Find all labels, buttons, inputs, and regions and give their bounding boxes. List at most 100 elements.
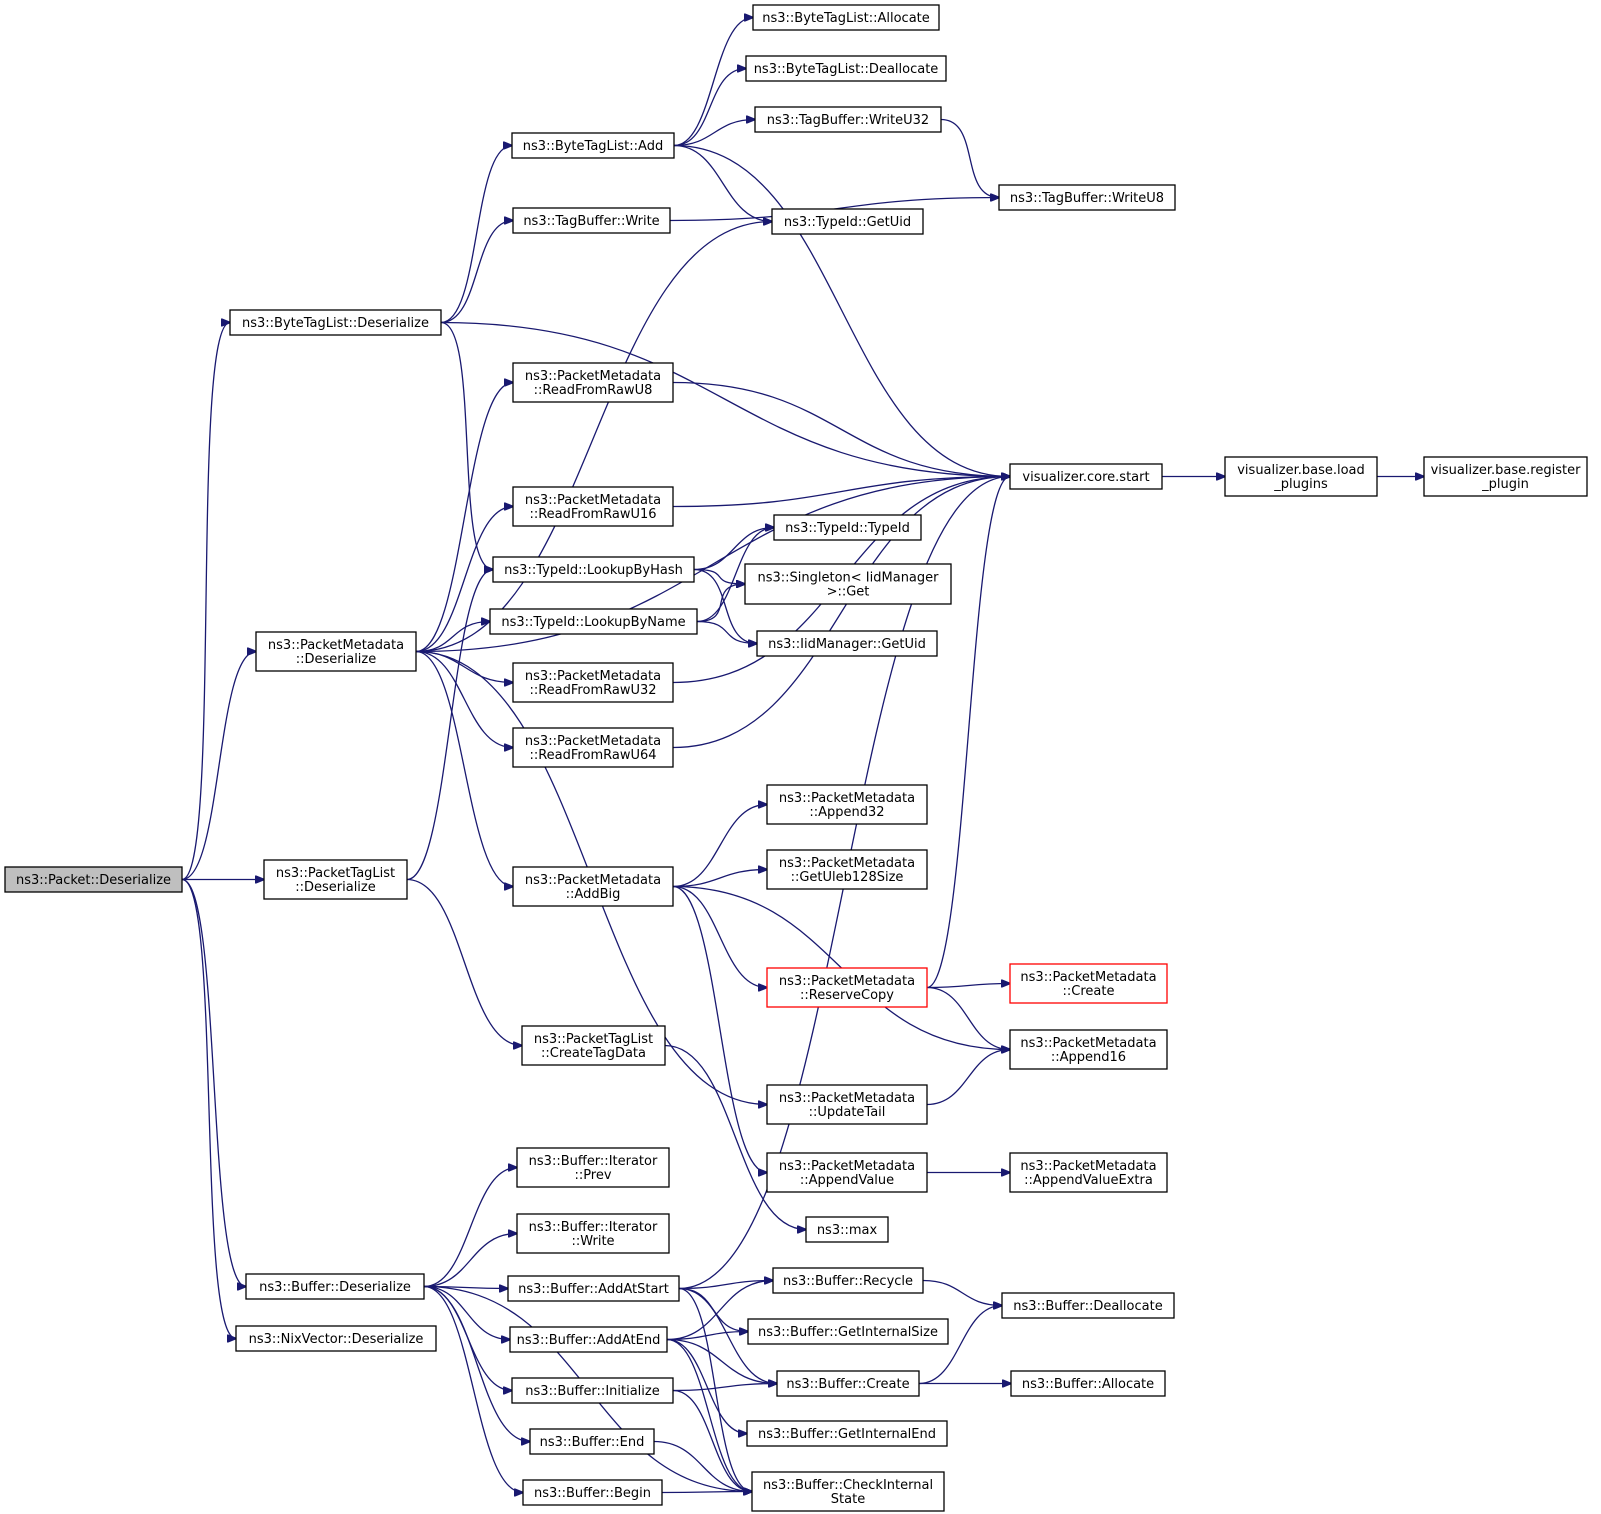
- node-label-typeid_lookup_name-0: ns3::TypeId::LookupByName: [501, 615, 685, 630]
- node-box-pm_read_u16: [512, 486, 674, 527]
- edge-typeid_lookup_name-to-singleton_get: [696, 584, 745, 623]
- node-box-pm_reservecopy: [766, 967, 928, 1008]
- node-pm_addbig[interactable]: ns3::PacketMetadata::AddBig: [512, 866, 674, 907]
- node-tb_writeu32[interactable]: ns3::TagBuffer::WriteU32: [754, 106, 942, 133]
- node-typeid_lookup_hash[interactable]: ns3::TypeId::LookupByHash: [492, 556, 695, 583]
- node-label-singleton_get-1: >::Get: [827, 585, 870, 600]
- node-btl_allocate[interactable]: ns3::ByteTagList::Allocate: [752, 4, 940, 31]
- node-pm_read_u32[interactable]: ns3::PacketMetadata::ReadFromRawU32: [512, 662, 674, 703]
- node-packet_deserialize[interactable]: ns3::Packet::Deserialize: [4, 866, 183, 893]
- node-label-buffer_recycle-0: ns3::Buffer::Recycle: [783, 1274, 913, 1289]
- edge-pm_addbig-to-pm_append32: [672, 805, 767, 888]
- node-box-buffer_addatend: [509, 1326, 668, 1353]
- node-buffer_begin[interactable]: ns3::Buffer::Begin: [522, 1479, 663, 1506]
- node-nix_deserialize[interactable]: ns3::NixVector::Deserialize: [235, 1325, 437, 1352]
- node-label-pm_deserialize-1: ::Deserialize: [296, 652, 377, 667]
- edge-buffer_addatstart-to-buffer_checkinternal: [678, 1287, 752, 1492]
- edge-pm_reservecopy-to-pm_create: [926, 984, 1010, 989]
- node-label-buffer_allocate-0: ns3::Buffer::Allocate: [1022, 1377, 1154, 1392]
- node-singleton_get[interactable]: ns3::Singleton< IidManager >::Get: [744, 563, 952, 605]
- node-pm_getuleb[interactable]: ns3::PacketMetadata::GetUleb128Size: [766, 849, 928, 890]
- node-box-pm_create: [1009, 963, 1168, 1004]
- node-label-ns3_max-0: ns3::max: [817, 1223, 878, 1238]
- edge-btl_add-to-btl_allocate: [673, 18, 753, 147]
- edge-btl_deserialize-to-tb_write: [440, 221, 513, 324]
- edge-typeid_lookup_name-to-iid_getuid: [696, 620, 757, 644]
- node-btl_deserialize[interactable]: ns3::ByteTagList::Deserialize: [229, 309, 442, 336]
- node-pm_deserialize[interactable]: ns3::PacketMetadata::Deserialize: [255, 631, 417, 672]
- node-label-buffer_initialize-0: ns3::Buffer::Initialize: [525, 1384, 659, 1399]
- edge-buffer_deserialize-to-buffer_addatend: [423, 1285, 510, 1340]
- node-pm_read_u64[interactable]: ns3::PacketMetadata::ReadFromRawU64: [512, 727, 674, 768]
- node-btl_deallocate[interactable]: ns3::ByteTagList::Deallocate: [745, 55, 947, 82]
- node-box-nix_deserialize: [235, 1325, 437, 1352]
- edge-typeid_lookup_hash-to-iid_getuid: [693, 568, 757, 644]
- node-box-typeid_getuid: [771, 208, 924, 235]
- edge-ptl_create_tag_data-to-ns3_max: [664, 1044, 806, 1230]
- edge-packet_deserialize-to-pm_deserialize: [181, 652, 256, 881]
- node-bi_prev[interactable]: ns3::Buffer::Iterator::Prev: [516, 1147, 670, 1188]
- edge-buffer_begin-to-buffer_checkinternal: [661, 1492, 752, 1493]
- node-box-ptl_deserialize: [263, 859, 408, 900]
- edge-buffer_addatstart-to-buffer_recycle: [678, 1281, 773, 1290]
- node-label-pm_updatetail-0: ns3::PacketMetadata: [779, 1091, 915, 1106]
- node-box-pm_appendvalue: [766, 1152, 928, 1193]
- node-buffer_create[interactable]: ns3::Buffer::Create: [776, 1370, 920, 1397]
- node-pm_updatetail[interactable]: ns3::PacketMetadata::UpdateTail: [766, 1084, 928, 1125]
- node-pm_read_u16[interactable]: ns3::PacketMetadata::ReadFromRawU16: [512, 486, 674, 527]
- node-label-pm_appendvalueextra-1: ::AppendValueExtra: [1024, 1173, 1153, 1188]
- node-tb_writeu8[interactable]: ns3::TagBuffer::WriteU8: [998, 184, 1176, 211]
- edge-btl_deserialize-to-typeid_lookup_hash: [440, 321, 493, 570]
- node-label-vis_load_plugins-0: visualizer.base.load: [1237, 463, 1365, 478]
- node-ptl_deserialize[interactable]: ns3::PacketTagList::Deserialize: [263, 859, 408, 900]
- node-typeid_typeid[interactable]: ns3::TypeId::TypeId: [773, 514, 922, 541]
- node-label-tb_writeu8-0: ns3::TagBuffer::WriteU8: [1010, 191, 1164, 206]
- node-buffer_addatend[interactable]: ns3::Buffer::AddAtEnd: [509, 1326, 668, 1353]
- node-label-packet_deserialize-0: ns3::Packet::Deserialize: [16, 873, 171, 888]
- node-label-bi_prev-1: ::Prev: [574, 1168, 611, 1183]
- node-btl_add[interactable]: ns3::ByteTagList::Add: [511, 132, 675, 159]
- edge-packet_deserialize-to-btl_deserialize: [181, 323, 230, 881]
- node-tb_write[interactable]: ns3::TagBuffer::Write: [512, 207, 671, 234]
- node-pm_append32[interactable]: ns3::PacketMetadata::Append32: [766, 784, 928, 825]
- node-vis_core_start[interactable]: visualizer.core.start: [1009, 463, 1163, 490]
- node-ns3_max[interactable]: ns3::max: [805, 1216, 889, 1243]
- node-box-buffer_initialize: [511, 1377, 674, 1404]
- node-pm_create[interactable]: ns3::PacketMetadata::Create: [1009, 963, 1168, 1004]
- edge-pm_reservecopy-to-vis_core_start: [926, 477, 1010, 989]
- node-typeid_getuid[interactable]: ns3::TypeId::GetUid: [771, 208, 924, 235]
- node-buffer_getinternalsize[interactable]: ns3::Buffer::GetInternalSize: [747, 1318, 949, 1345]
- node-buffer_deallocate[interactable]: ns3::Buffer::Deallocate: [1001, 1292, 1175, 1319]
- node-box-tb_write: [512, 207, 671, 234]
- node-buffer_initialize[interactable]: ns3::Buffer::Initialize: [511, 1377, 674, 1404]
- node-buffer_addatstart[interactable]: ns3::Buffer::AddAtStart: [507, 1275, 680, 1302]
- node-typeid_lookup_name[interactable]: ns3::TypeId::LookupByName: [489, 608, 698, 635]
- node-pm_append16[interactable]: ns3::PacketMetadata::Append16: [1009, 1029, 1168, 1070]
- node-pm_reservecopy[interactable]: ns3::PacketMetadata::ReserveCopy: [766, 967, 928, 1008]
- node-label-pm_getuleb-0: ns3::PacketMetadata: [779, 856, 915, 871]
- node-box-pm_appendvalueextra: [1009, 1152, 1168, 1193]
- edge-typeid_lookup_hash-to-singleton_get: [693, 568, 745, 585]
- node-label-pm_read_u64-0: ns3::PacketMetadata: [525, 734, 661, 749]
- node-ptl_create_tag_data[interactable]: ns3::PacketTagList::CreateTagData: [521, 1025, 666, 1066]
- node-buffer_deserialize[interactable]: ns3::Buffer::Deserialize: [245, 1273, 425, 1300]
- node-label-ptl_create_tag_data-1: ::CreateTagData: [541, 1046, 646, 1061]
- node-pm_read_u8[interactable]: ns3::PacketMetadata::ReadFromRawU8: [512, 362, 674, 403]
- node-box-pm_addbig: [512, 866, 674, 907]
- node-pm_appendvalueextra[interactable]: ns3::PacketMetadata::AppendValueExtra: [1009, 1152, 1168, 1193]
- edge-pm_deserialize-to-typeid_getuid: [415, 222, 772, 653]
- node-pm_appendvalue[interactable]: ns3::PacketMetadata::AppendValue: [766, 1152, 928, 1193]
- node-buffer_recycle[interactable]: ns3::Buffer::Recycle: [772, 1267, 924, 1294]
- node-label-typeid_getuid-0: ns3::TypeId::GetUid: [784, 215, 911, 230]
- node-buffer_getinternalend[interactable]: ns3::Buffer::GetInternalEnd: [746, 1420, 948, 1447]
- node-bi_write[interactable]: ns3::Buffer::Iterator::Write: [516, 1213, 670, 1254]
- node-box-btl_deserialize: [229, 309, 442, 336]
- node-buffer_end[interactable]: ns3::Buffer::End: [529, 1428, 655, 1455]
- node-label-pm_read_u32-0: ns3::PacketMetadata: [525, 669, 661, 684]
- node-label-tb_writeu32-0: ns3::TagBuffer::WriteU32: [767, 113, 929, 128]
- node-vis_register_plugin[interactable]: visualizer.base.register_plugin: [1423, 456, 1588, 497]
- node-buffer_allocate[interactable]: ns3::Buffer::Allocate: [1010, 1370, 1166, 1397]
- node-iid_getuid[interactable]: ns3::IidManager::GetUid: [756, 630, 938, 657]
- node-vis_load_plugins[interactable]: visualizer.base.load_plugins: [1224, 456, 1378, 497]
